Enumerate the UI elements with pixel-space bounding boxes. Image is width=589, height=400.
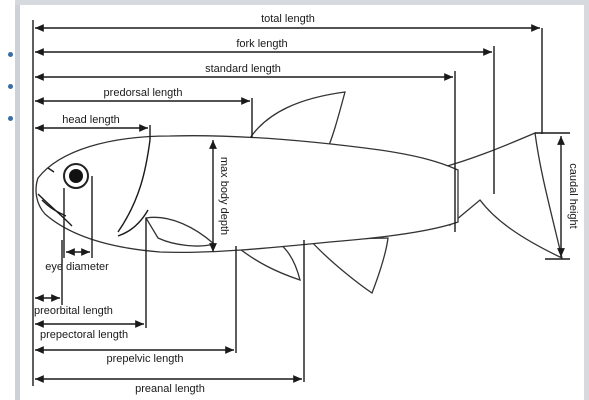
label-max-body-depth: max body depth [218, 157, 230, 235]
label-fork-length: fork length [236, 38, 287, 50]
label-total-length: total length [261, 13, 315, 25]
label-prepectoral-length: prepectoral length [40, 329, 128, 341]
fish-pupil [69, 169, 83, 183]
label-prepelvic-length: prepelvic length [106, 353, 183, 365]
label-caudal-height: caudal height [567, 163, 579, 228]
fish-body [36, 136, 458, 253]
label-preorbital-length: preorbital length [34, 305, 113, 317]
label-standard-length: standard length [205, 63, 281, 75]
label-eye-diameter: eye diameter [45, 261, 109, 273]
label-preanal-length: preanal length [135, 383, 205, 395]
label-head-length: head length [62, 114, 120, 126]
label-predorsal-length: predorsal length [104, 87, 183, 99]
anal-fin [310, 238, 388, 293]
